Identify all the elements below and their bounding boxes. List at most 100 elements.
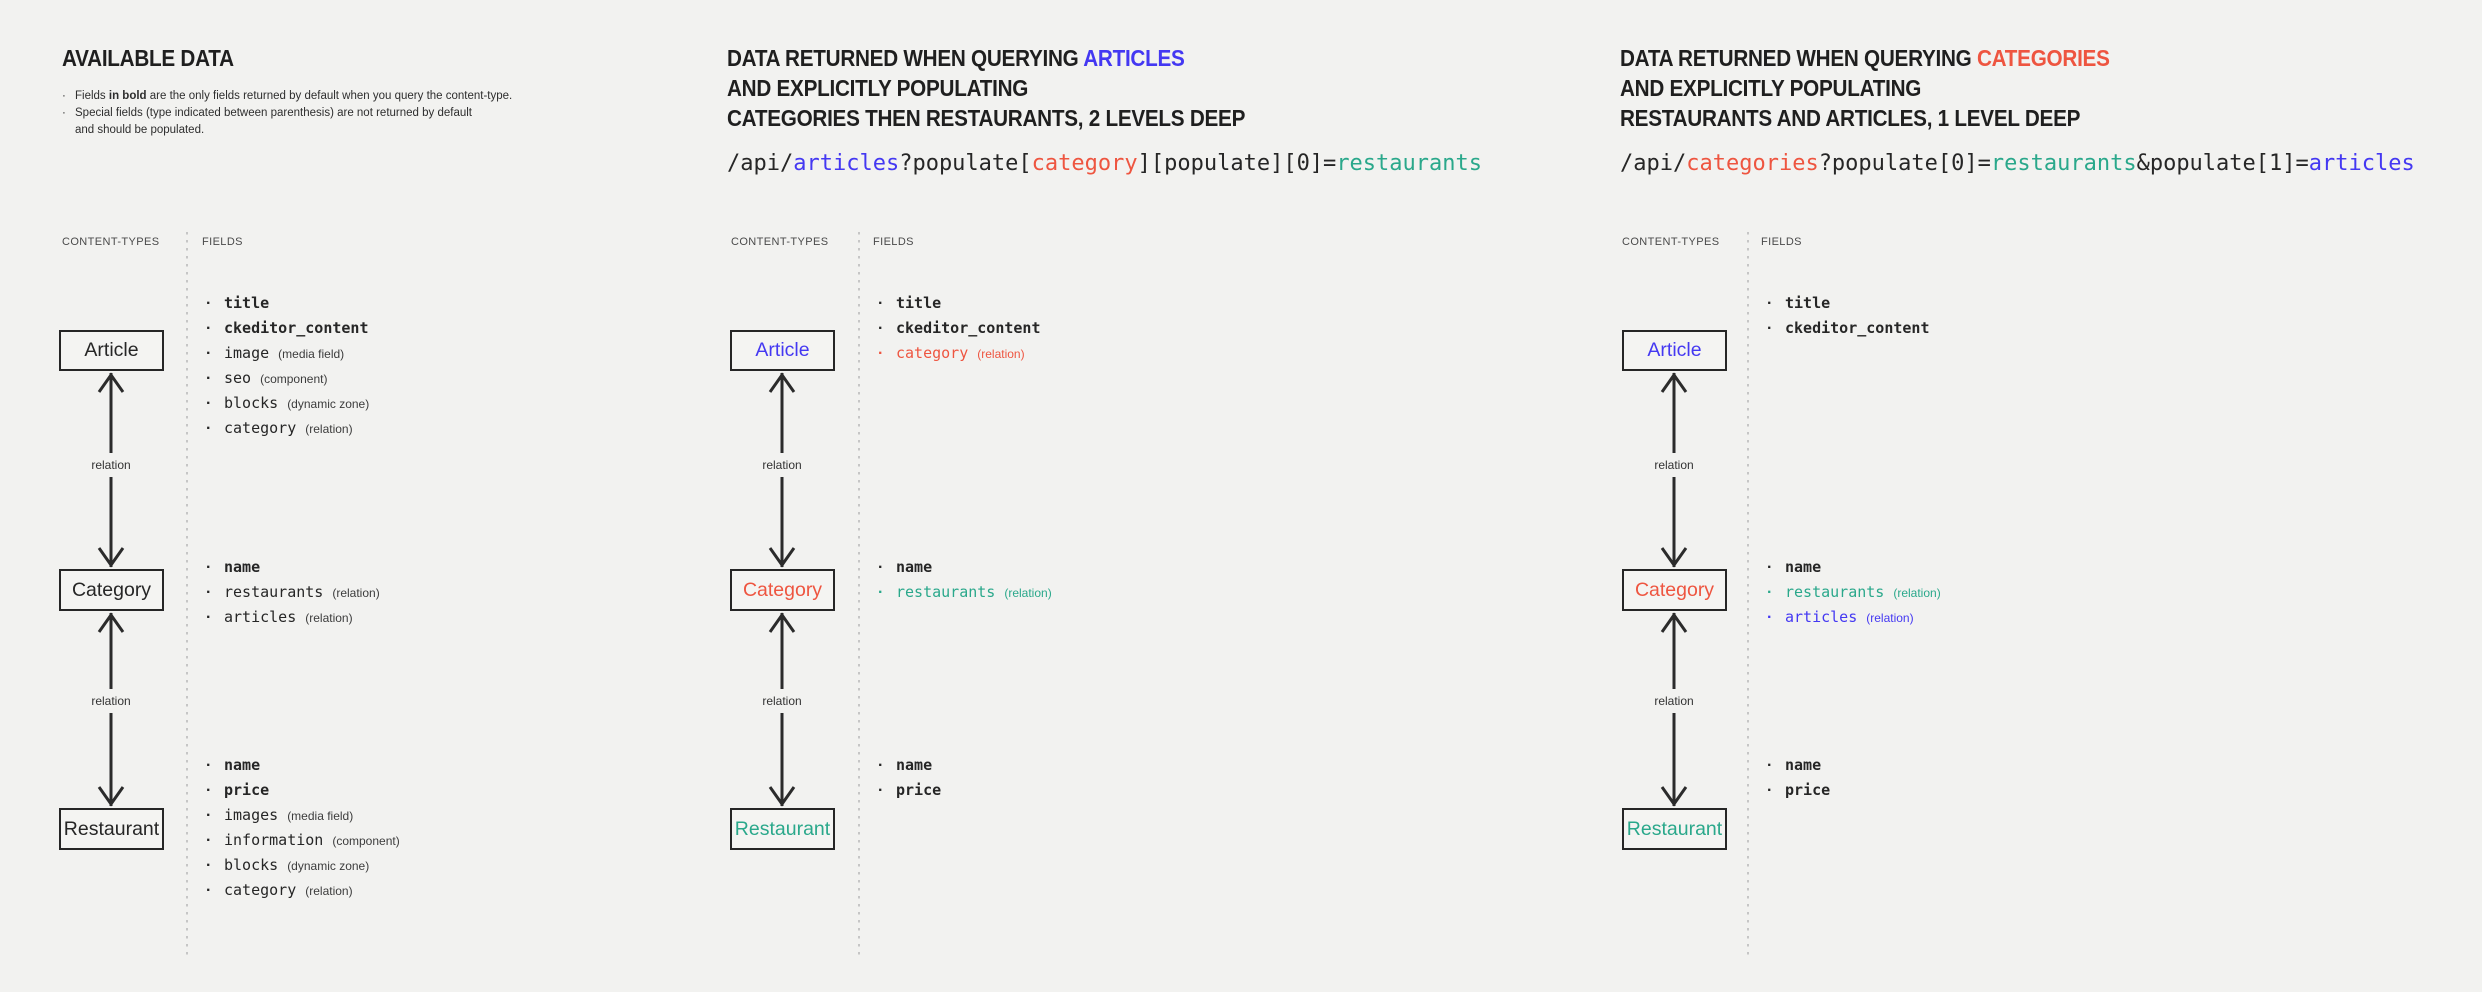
bullet-icon: · (878, 584, 884, 601)
note-text: Special fields (type indicated between p… (75, 107, 472, 119)
fields-article: ·title ·ckeditor_content ·image(media fi… (206, 291, 378, 441)
node-article: Article (730, 330, 835, 371)
bullet-icon: · (878, 320, 884, 337)
content-types-label: CONTENT-TYPES (731, 236, 829, 248)
field-row: ·name (878, 555, 1052, 580)
note-line: · Special fields (type indicated between… (62, 105, 512, 122)
title-line: DATA RETURNED WHEN QUERYING CATEGORIES (1620, 45, 2110, 71)
bullet-icon: · (62, 107, 66, 119)
title-line: AVAILABLE DATA (62, 45, 234, 71)
title-line: DATA RETURNED WHEN QUERYING ARTICLES (727, 45, 1185, 71)
api-url: /api/categories?populate[0]=restaurants&… (1620, 151, 2415, 176)
edge-label-relation: relation (1650, 689, 1698, 713)
field-row: ·price (878, 778, 950, 803)
fields-label: FIELDS (1761, 236, 1802, 248)
fields-label: FIELDS (202, 236, 243, 248)
bullet-icon: · (206, 559, 212, 576)
bullet-icon: · (878, 782, 884, 799)
node-category: Category (1622, 569, 1727, 611)
divider-dotted (858, 232, 860, 960)
field-row: ·restaurants(relation) (878, 580, 1052, 605)
bullet-icon: · (206, 807, 212, 824)
note-text: and should be populated. (75, 124, 205, 136)
fields-restaurant: ·name ·price (878, 753, 950, 803)
note-line: and should be populated. (62, 122, 512, 139)
bullet-icon: · (206, 757, 212, 774)
fields-category: ·name ·restaurants(relation) ·articles(r… (1767, 555, 1941, 630)
field-row: ·price (1767, 778, 1839, 803)
title-line: RESTAURANTS AND ARTICLES, 1 LEVEL DEEP (1620, 105, 2081, 131)
field-row: ·seo(component) (206, 366, 378, 391)
bullet-icon: · (206, 395, 212, 412)
notes: · Fields in bold are the only fields ret… (62, 88, 512, 139)
note-line: · Fields in bold are the only fields ret… (62, 88, 512, 105)
edge-label-relation: relation (1650, 453, 1698, 477)
api-url: /api/articles?populate[category][populat… (727, 151, 1483, 176)
column-title: AVAILABLE DATA (62, 43, 234, 73)
field-row: ·blocks(dynamic zone) (206, 853, 400, 878)
fields-restaurant: ·name ·price ·images(media field) ·infor… (206, 753, 400, 903)
bullet-icon: · (1767, 584, 1773, 601)
field-row: ·images(media field) (206, 803, 400, 828)
field-row: ·name (206, 753, 400, 778)
bullet-icon: · (878, 757, 884, 774)
bullet-icon: · (1767, 559, 1773, 576)
note-text: Fields in bold are the only fields retur… (75, 90, 513, 102)
field-row: ·articles(relation) (1767, 605, 1941, 630)
title-line: AND EXPLICITLY POPULATING (1620, 75, 1922, 101)
bullet-icon: · (206, 584, 212, 601)
field-row: ·image(media field) (206, 341, 378, 366)
bullet-icon: · (206, 295, 212, 312)
fields-category: ·name ·restaurants(relation) (878, 555, 1052, 605)
bullet-icon: · (878, 295, 884, 312)
field-row: ·information(component) (206, 828, 400, 853)
bullet-icon: · (1767, 782, 1773, 799)
field-row: ·ckeditor_content (1767, 316, 1939, 341)
field-row: ·category(relation) (206, 878, 400, 903)
divider-dotted (186, 232, 188, 960)
bullet-icon: · (878, 559, 884, 576)
fields-article: ·title ·ckeditor_content ·category(relat… (878, 291, 1050, 366)
field-row: ·ckeditor_content (206, 316, 378, 341)
bullet-icon: · (1767, 320, 1773, 337)
bullet-icon: · (206, 882, 212, 899)
node-restaurant: Restaurant (59, 808, 164, 850)
divider-dotted (1747, 232, 1749, 960)
bullet-icon: · (206, 832, 212, 849)
field-row: ·title (878, 291, 1050, 316)
bullet-icon: · (206, 857, 212, 874)
field-row: ·ckeditor_content (878, 316, 1050, 341)
bullet-icon: · (206, 782, 212, 799)
content-types-label: CONTENT-TYPES (1622, 236, 1720, 248)
bullet-icon: · (206, 370, 212, 387)
field-row: ·name (1767, 555, 1941, 580)
node-category: Category (730, 569, 835, 611)
column-title: DATA RETURNED WHEN QUERYING CATEGORIES A… (1620, 43, 2110, 133)
content-types-label: CONTENT-TYPES (62, 236, 160, 248)
fields-category: ·name ·restaurants(relation) ·articles(r… (206, 555, 380, 630)
title-line: CATEGORIES THEN RESTAURANTS, 2 LEVELS DE… (727, 105, 1246, 131)
field-row: ·category(relation) (206, 416, 378, 441)
field-row: ·name (1767, 753, 1839, 778)
column-title: DATA RETURNED WHEN QUERYING ARTICLES AND… (727, 43, 1245, 133)
field-row: ·name (206, 555, 380, 580)
title-line: AND EXPLICITLY POPULATING (727, 75, 1029, 101)
field-row: ·restaurants(relation) (1767, 580, 1941, 605)
edge-label-relation: relation (758, 689, 806, 713)
edge-label-relation: relation (87, 453, 135, 477)
field-row: ·blocks(dynamic zone) (206, 391, 378, 416)
field-row: ·category(relation) (878, 341, 1050, 366)
bullet-icon: · (1767, 757, 1773, 774)
bullet-icon: · (1767, 609, 1773, 626)
fields-article: ·title ·ckeditor_content (1767, 291, 1939, 341)
node-article: Article (1622, 330, 1727, 371)
fields-label: FIELDS (873, 236, 914, 248)
node-restaurant: Restaurant (730, 808, 835, 850)
bullet-icon: · (206, 320, 212, 337)
bullet-icon: · (206, 420, 212, 437)
bullet-icon: · (206, 345, 212, 362)
bullet-icon: · (62, 90, 66, 102)
field-row: ·title (206, 291, 378, 316)
field-row: ·articles(relation) (206, 605, 380, 630)
